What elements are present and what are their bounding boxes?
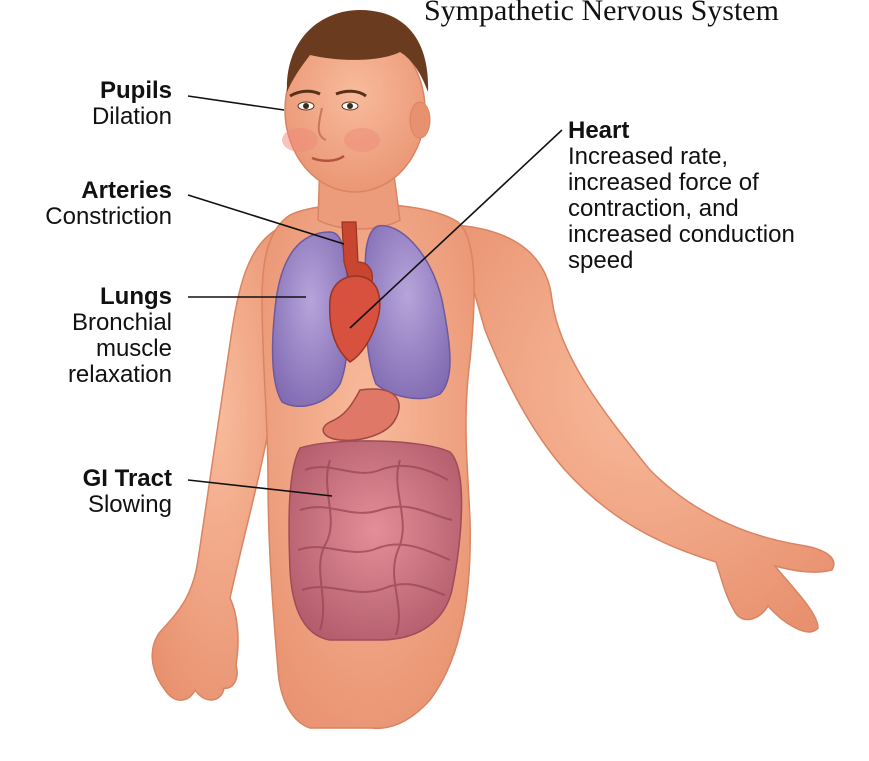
label-pupils: Pupils Dilation <box>92 78 172 130</box>
label-arteries-name: Arteries <box>45 178 172 204</box>
leader-pupils <box>188 96 284 110</box>
label-lungs: Lungs Bronchial muscle relaxation <box>68 284 172 388</box>
label-lungs-name: Lungs <box>68 284 172 310</box>
label-heart-effect-line4: increased conduction <box>568 222 795 248</box>
label-arteries-effect: Constriction <box>45 204 172 230</box>
label-heart-effect-line3: contraction, and <box>568 196 795 222</box>
label-arteries: Arteries Constriction <box>45 178 172 230</box>
diagram-title: Sympathetic Nervous System <box>424 0 779 28</box>
label-heart-effect-line2: increased force of <box>568 170 795 196</box>
label-heart-name: Heart <box>568 118 795 144</box>
label-gi-tract-effect: Slowing <box>83 492 172 518</box>
label-gi-tract-name: GI Tract <box>83 466 172 492</box>
label-heart-effect-line5: speed <box>568 248 795 274</box>
label-heart-effect-line1: Increased rate, <box>568 144 795 170</box>
ear <box>410 102 430 138</box>
right-arm <box>455 225 834 632</box>
label-pupils-name: Pupils <box>92 78 172 104</box>
label-gi-tract: GI Tract Slowing <box>83 466 172 518</box>
label-lungs-effect-line3: relaxation <box>68 362 172 388</box>
label-pupils-effect: Dilation <box>92 104 172 130</box>
label-heart: Heart Increased rate, increased force of… <box>568 118 795 274</box>
label-lungs-effect-line2: muscle <box>68 336 172 362</box>
label-lungs-effect-line1: Bronchial <box>68 310 172 336</box>
